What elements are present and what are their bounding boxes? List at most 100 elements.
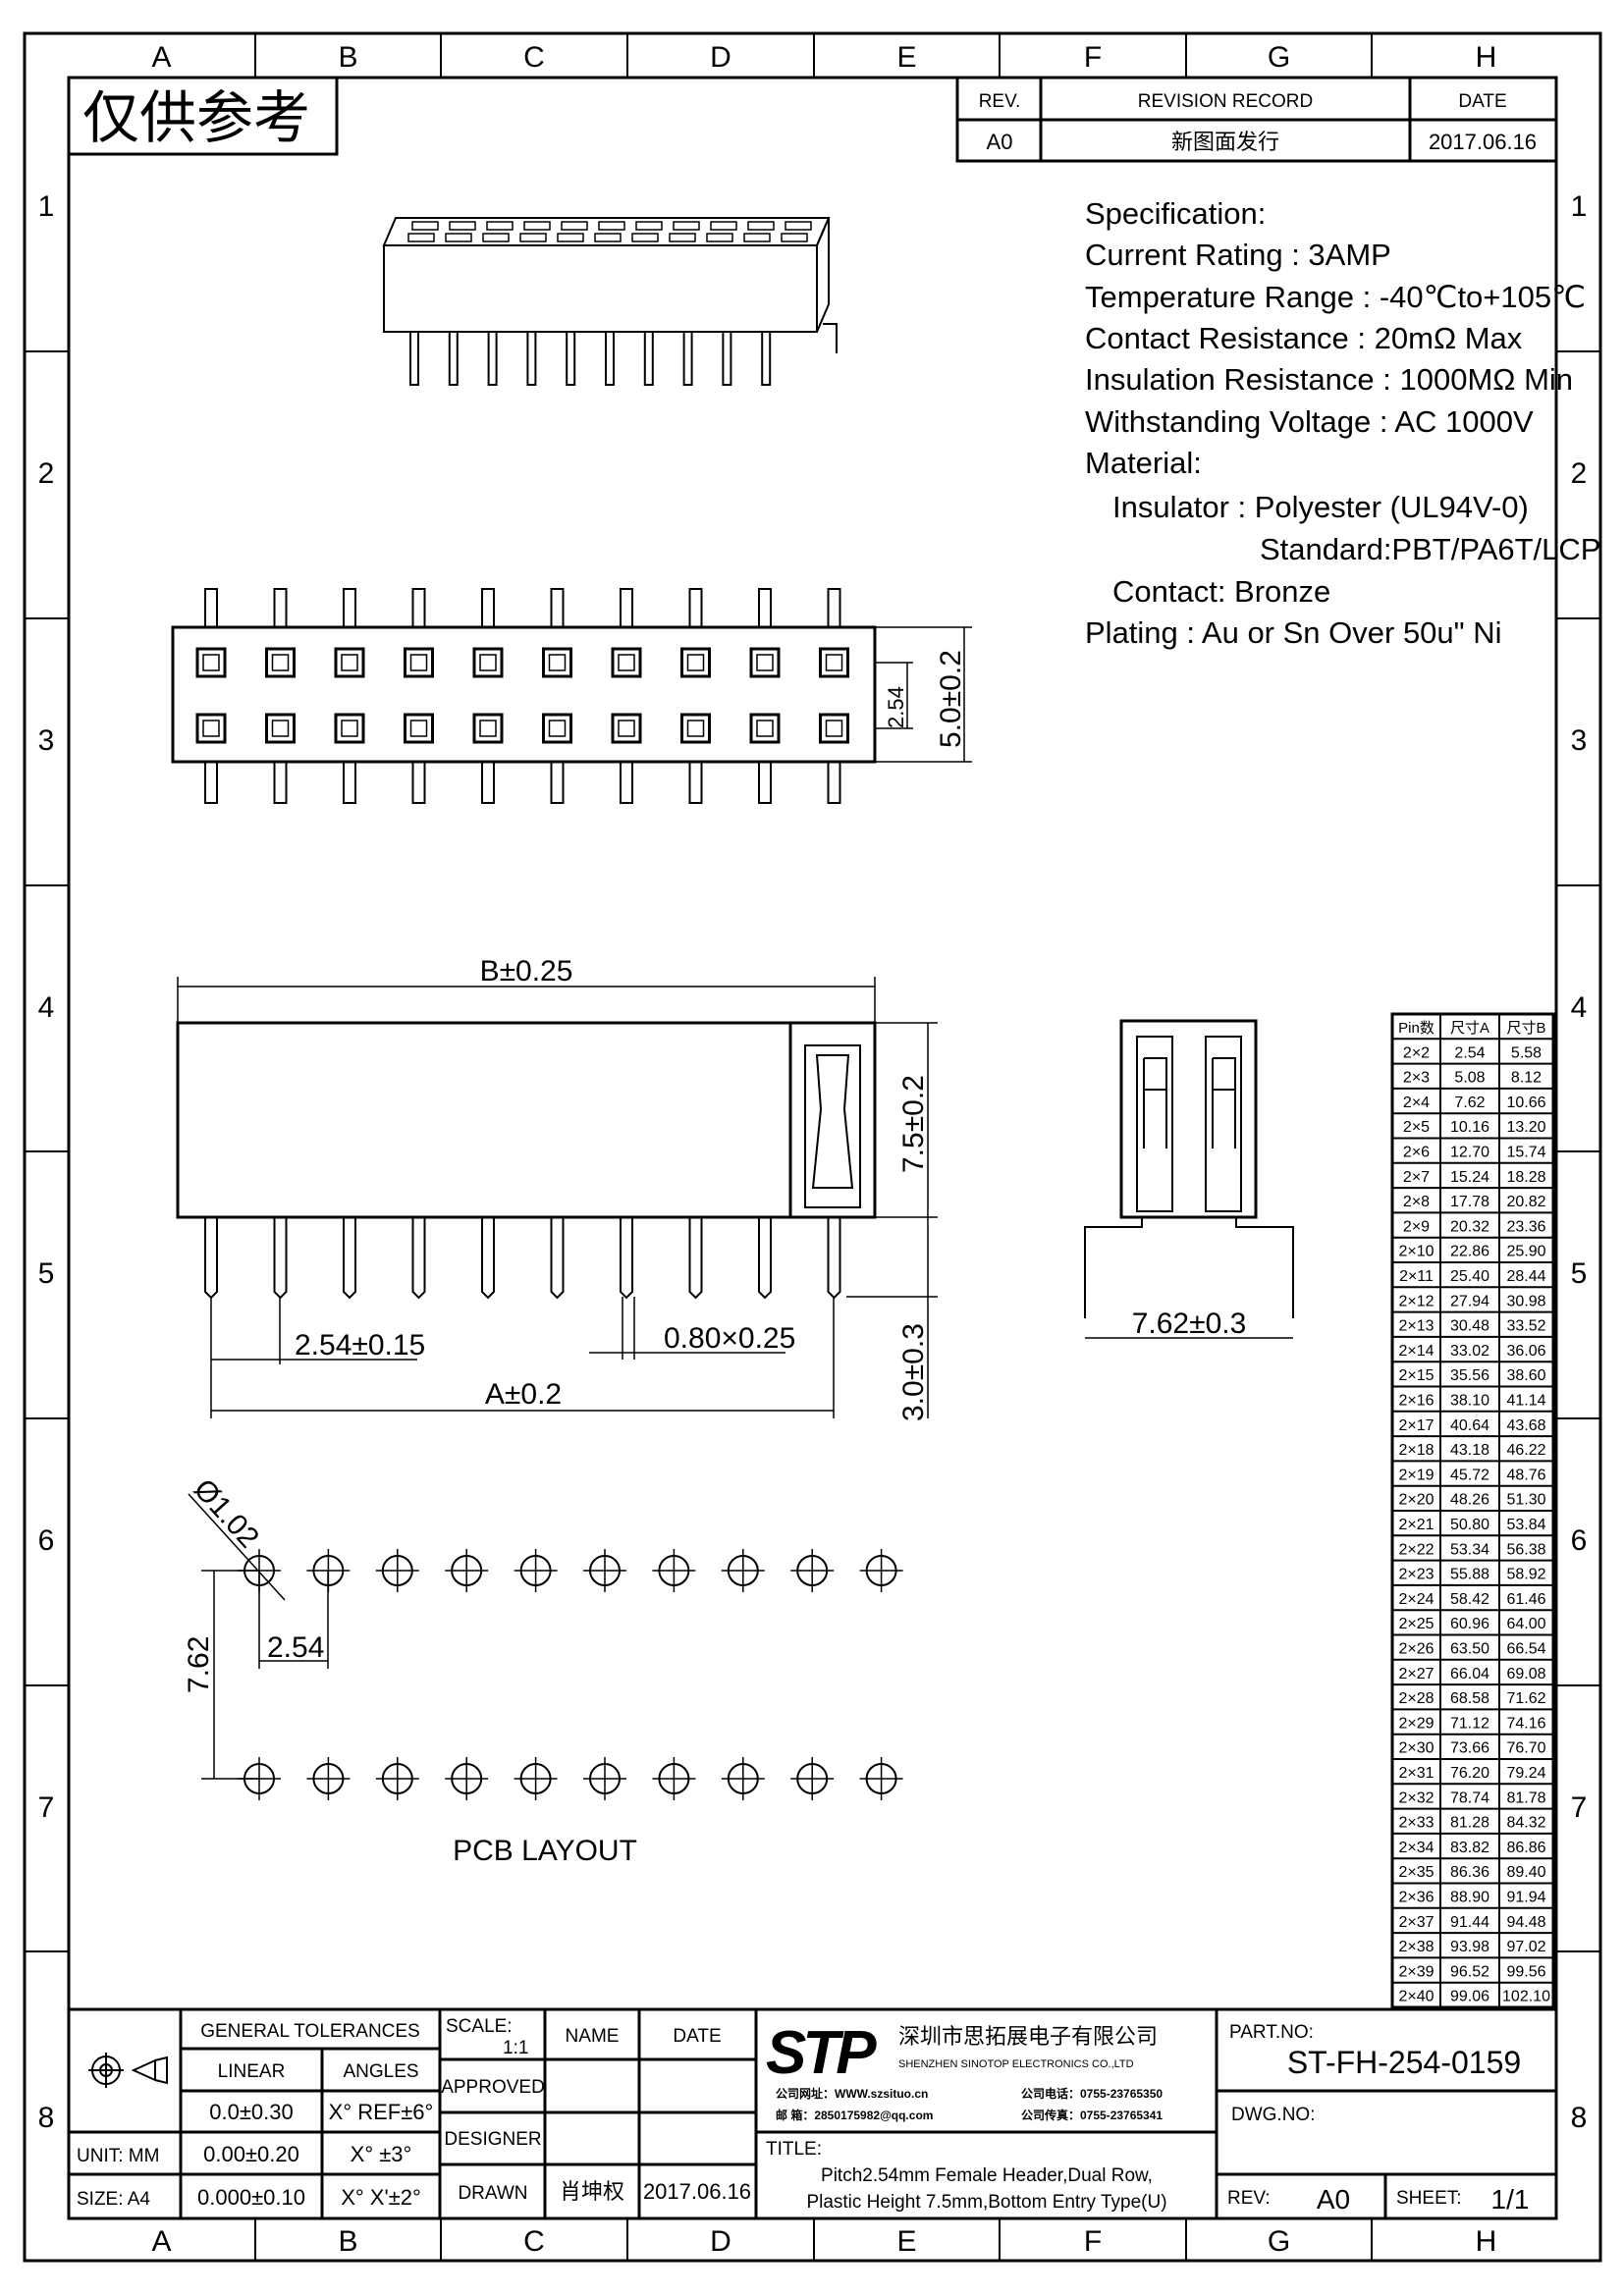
table-cell: 58.42 bbox=[1450, 1591, 1489, 1608]
general-tolerances-label: GENERAL TOLERANCES bbox=[200, 2021, 420, 2042]
revision-description: 新图面发行 bbox=[1171, 130, 1279, 154]
drawn-label: DRAWN bbox=[458, 2183, 527, 2204]
pcb-layout-title: PCB LAYOUT bbox=[453, 1835, 637, 1867]
table-cell: 71.12 bbox=[1450, 1715, 1489, 1732]
designer-label: DESIGNER bbox=[444, 2129, 541, 2150]
pin bbox=[204, 1217, 218, 1300]
column-label: B bbox=[338, 2225, 357, 2258]
dim-pin-size: 0.80×0.25 bbox=[664, 1322, 795, 1355]
table-cell: 15.74 bbox=[1506, 1145, 1545, 1161]
contact-hole bbox=[680, 647, 711, 678]
row-label: 2 bbox=[38, 457, 55, 490]
dim-pcb-pitch: 2.54 bbox=[267, 1631, 324, 1664]
table-cell: 96.52 bbox=[1450, 1963, 1489, 1980]
table-cell: 68.58 bbox=[1450, 1690, 1489, 1707]
pin bbox=[688, 1217, 703, 1300]
table-cell: 91.44 bbox=[1450, 1914, 1489, 1931]
table-cell: 71.62 bbox=[1506, 1690, 1545, 1707]
pin bbox=[620, 761, 633, 804]
row-label: 8 bbox=[38, 2102, 55, 2134]
contact-hole bbox=[749, 647, 781, 678]
table-cell: 5.58 bbox=[1511, 1044, 1542, 1061]
pin bbox=[273, 588, 288, 628]
contact-hole bbox=[334, 647, 365, 678]
table-cell: 2×37 bbox=[1398, 1914, 1434, 1931]
table-cell: 2×38 bbox=[1398, 1939, 1434, 1955]
pin bbox=[204, 761, 218, 804]
table-cell: 86.36 bbox=[1450, 1864, 1489, 1881]
table-cell: 99.56 bbox=[1506, 1963, 1545, 1980]
pin bbox=[273, 761, 288, 804]
row-label: 1 bbox=[38, 190, 55, 223]
specification-block: Specification: Current Rating : 3AMP Tempe… bbox=[1085, 196, 1600, 650]
table-cell: 89.40 bbox=[1506, 1864, 1545, 1881]
dim-top-pitch: 2.54 bbox=[884, 686, 908, 728]
contact-hole bbox=[404, 647, 434, 678]
pin bbox=[688, 761, 703, 804]
pin bbox=[481, 1217, 495, 1300]
row-label: 2 bbox=[1571, 457, 1588, 490]
row-label: 4 bbox=[38, 991, 55, 1024]
revision-record-header: REVISION RECORD bbox=[1138, 91, 1313, 112]
dim-row-spacing: 7.62±0.3 bbox=[1132, 1308, 1247, 1340]
pin bbox=[550, 1217, 565, 1300]
company-fax: 公司传真：0755-23765341 bbox=[1021, 2108, 1163, 2122]
contact-hole bbox=[472, 713, 504, 744]
title-block: GENERAL TOLERANCES LINEAR ANGLES 0.0±0.3… bbox=[67, 2007, 1558, 2220]
dim-tail: 3.0±0.3 bbox=[897, 1323, 930, 1421]
table-cell: 81.78 bbox=[1506, 1789, 1545, 1806]
table-cell: 30.48 bbox=[1450, 1318, 1489, 1335]
title-line-1: Pitch2.54mm Female Header,Dual Row, bbox=[821, 2165, 1153, 2186]
dim-hole-dia: Ø1.02 bbox=[188, 1473, 265, 1555]
table-cell: 43.68 bbox=[1506, 1417, 1545, 1434]
table-cell: 2×13 bbox=[1398, 1318, 1434, 1335]
table-cell: 63.50 bbox=[1450, 1641, 1489, 1658]
pin bbox=[550, 761, 565, 804]
projection-symbol-icon bbox=[88, 2053, 168, 2088]
rev-label: REV: bbox=[1227, 2188, 1271, 2209]
table-cell: 74.16 bbox=[1506, 1715, 1545, 1732]
linear-tol-1: 0.0±0.30 bbox=[209, 2100, 293, 2124]
outer-border bbox=[23, 31, 1602, 2263]
pin bbox=[448, 332, 459, 386]
table-cell: 2×10 bbox=[1398, 1244, 1434, 1260]
table-cell: 97.02 bbox=[1506, 1939, 1545, 1955]
spec-line: Contact Resistance : 20mΩ Max bbox=[1085, 321, 1523, 355]
pin bbox=[487, 332, 498, 386]
spec-line: Plating : Au or Sn Over 50u" Ni bbox=[1085, 615, 1502, 650]
part-no-label: PART.NO: bbox=[1229, 2022, 1314, 2043]
pin bbox=[827, 1217, 841, 1300]
table-cell: 2×19 bbox=[1398, 1467, 1434, 1483]
table-cell: 79.24 bbox=[1506, 1765, 1545, 1782]
table-cell: 2×7 bbox=[1403, 1169, 1430, 1186]
row-label: 7 bbox=[38, 1791, 55, 1824]
sheet-label: SHEET: bbox=[1396, 2188, 1462, 2209]
spec-line: Current Rating : 3AMP bbox=[1085, 238, 1391, 272]
pin bbox=[526, 332, 537, 386]
table-cell: 30.98 bbox=[1506, 1293, 1545, 1309]
spec-line: Temperature Range : -40℃to+105℃ bbox=[1085, 280, 1586, 314]
pin bbox=[343, 1217, 356, 1300]
table-cell: 2×36 bbox=[1398, 1890, 1434, 1906]
table-cell: 84.32 bbox=[1506, 1815, 1545, 1832]
table-cell: 50.80 bbox=[1450, 1517, 1489, 1533]
table-cell: 38.10 bbox=[1450, 1393, 1489, 1410]
table-header: Pin数 bbox=[1398, 1020, 1435, 1037]
inner-frame bbox=[67, 76, 1558, 2220]
contact-hole bbox=[611, 647, 642, 678]
table-cell: 48.26 bbox=[1450, 1492, 1489, 1509]
revision-table: REV. REVISION RECORD DATE A0 新图面发行 2017.… bbox=[955, 76, 1558, 163]
row-label: 1 bbox=[1571, 190, 1588, 223]
table-cell: 2×30 bbox=[1398, 1740, 1434, 1757]
table-cell: 2×25 bbox=[1398, 1616, 1434, 1632]
part-no-value: ST-FH-254-0159 bbox=[1287, 2045, 1521, 2080]
row-label: 5 bbox=[38, 1257, 55, 1290]
company-name-en: SHENZHEN SINOTOP ELECTRONICS CO.,LTD bbox=[898, 2058, 1134, 2070]
table-cell: 61.46 bbox=[1506, 1591, 1545, 1608]
table-cell: 78.74 bbox=[1450, 1789, 1489, 1806]
spec-line: Specification: bbox=[1085, 196, 1266, 231]
angle-tol-2: X° ±3° bbox=[351, 2142, 412, 2166]
table-cell: 17.78 bbox=[1450, 1194, 1489, 1210]
